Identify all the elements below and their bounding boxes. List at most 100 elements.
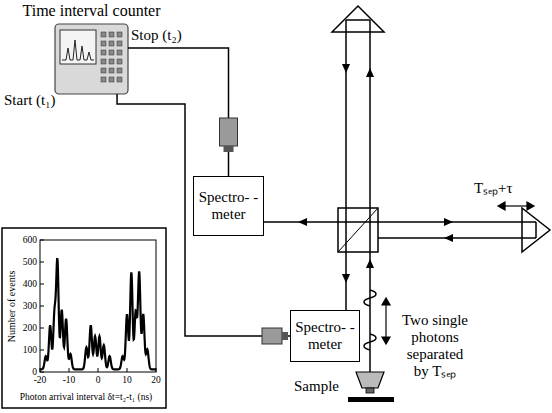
- signal-cable: [117, 94, 290, 336]
- tick-label: 300: [23, 301, 37, 311]
- key: [117, 32, 122, 37]
- signal-cable: [128, 48, 229, 176]
- beam: [369, 20, 371, 372]
- tick-label: 0: [96, 375, 101, 385]
- beam-splitter-diagonal: [338, 208, 378, 252]
- tick-mark: [40, 372, 44, 373]
- arrow-shaft: [385, 302, 386, 340]
- beam-arrows: [298, 64, 453, 283]
- arrowhead: [366, 259, 374, 268]
- key: [101, 32, 106, 37]
- screen-trace: [62, 40, 94, 60]
- tick-label: -10: [63, 375, 76, 385]
- fiber-connector: [282, 332, 288, 340]
- box-label: Spectro- -meter: [198, 189, 259, 224]
- delay-prism: [522, 208, 550, 252]
- arrow-shaft: [500, 205, 532, 206]
- device-heading: Time interval counter: [22, 2, 160, 20]
- photon-note: Two single photons separated by Tₛₑₚ: [398, 312, 472, 380]
- beam: [378, 237, 536, 239]
- key: [101, 59, 106, 64]
- key: [117, 59, 122, 64]
- tick-mark: [98, 368, 99, 372]
- plot-frame: [40, 240, 156, 372]
- tick-label: 600: [23, 235, 37, 245]
- axis-title: Photon arrival interval δt=t₂-t₁ (ns): [20, 392, 153, 402]
- sample-label: Sample: [294, 378, 339, 395]
- light-beams: [262, 20, 536, 372]
- arrowhead: [444, 234, 453, 242]
- wave-packet: [364, 334, 376, 350]
- top-prism: [332, 6, 384, 32]
- tick-label: 200: [23, 323, 37, 333]
- key: [117, 68, 122, 73]
- counter-screen: [60, 30, 96, 64]
- photon-packets: [364, 290, 376, 350]
- delay-label: Tₛₑₚ+τ: [474, 180, 513, 197]
- tick-mark: [40, 350, 44, 351]
- counter-keypad: [101, 32, 122, 82]
- key: [109, 50, 114, 55]
- arrowhead: [498, 202, 505, 210]
- beam: [262, 221, 536, 223]
- beam: [345, 20, 347, 310]
- objective-tip: [366, 388, 374, 393]
- key: [101, 50, 106, 55]
- tick-label: -20: [34, 375, 47, 385]
- tick-mark: [69, 368, 70, 372]
- key: [101, 68, 106, 73]
- tick-label: 500: [23, 257, 37, 267]
- key: [109, 68, 114, 73]
- fiber-connector: [262, 328, 282, 344]
- arrowhead: [527, 202, 534, 210]
- tick-mark: [156, 368, 157, 372]
- key: [109, 59, 114, 64]
- key: [101, 77, 106, 82]
- port-label: Start (t₁): [4, 92, 55, 109]
- sample-plate: [348, 397, 394, 402]
- delay-arrow: [498, 202, 534, 210]
- beam-splitter: [338, 208, 378, 252]
- arrowhead: [444, 218, 453, 226]
- tick-label: 20: [151, 375, 161, 385]
- axis-title: Number of events: [7, 270, 18, 342]
- tick-mark: [40, 284, 44, 285]
- tick-label: 100: [23, 345, 37, 355]
- counter-body: [55, 24, 128, 94]
- key: [109, 41, 114, 46]
- tick-mark: [40, 262, 44, 263]
- tick-mark: [40, 306, 44, 307]
- spectrometer-box: Spectro- -meter: [290, 310, 360, 362]
- inset-frame: [2, 228, 166, 408]
- key: [109, 32, 114, 37]
- tick-mark: [40, 328, 44, 329]
- tick-mark: [40, 240, 44, 241]
- arrowhead: [382, 337, 390, 344]
- key: [101, 41, 106, 46]
- box-label: Spectro- -meter: [295, 319, 355, 354]
- tick-label: 10: [122, 375, 132, 385]
- arrowhead: [382, 298, 390, 305]
- key: [109, 77, 114, 82]
- histogram-curve: [40, 258, 156, 369]
- wave-packet: [364, 290, 376, 306]
- tick-label: 400: [23, 279, 37, 289]
- key: [117, 41, 122, 46]
- arrowhead: [342, 64, 350, 73]
- fiber-connector: [224, 146, 234, 152]
- objective-lens: [356, 372, 384, 388]
- port-label: Stop (t₂): [131, 27, 182, 44]
- time-interval-counter: Time interval counter: [55, 24, 128, 94]
- fiber-connector: [220, 118, 238, 146]
- beam: [346, 19, 370, 21]
- key: [117, 77, 122, 82]
- arrowhead: [342, 274, 350, 283]
- arrowhead: [366, 68, 374, 77]
- axis-ticks: [40, 240, 156, 372]
- arrowhead: [298, 218, 307, 226]
- tick-mark: [127, 368, 128, 372]
